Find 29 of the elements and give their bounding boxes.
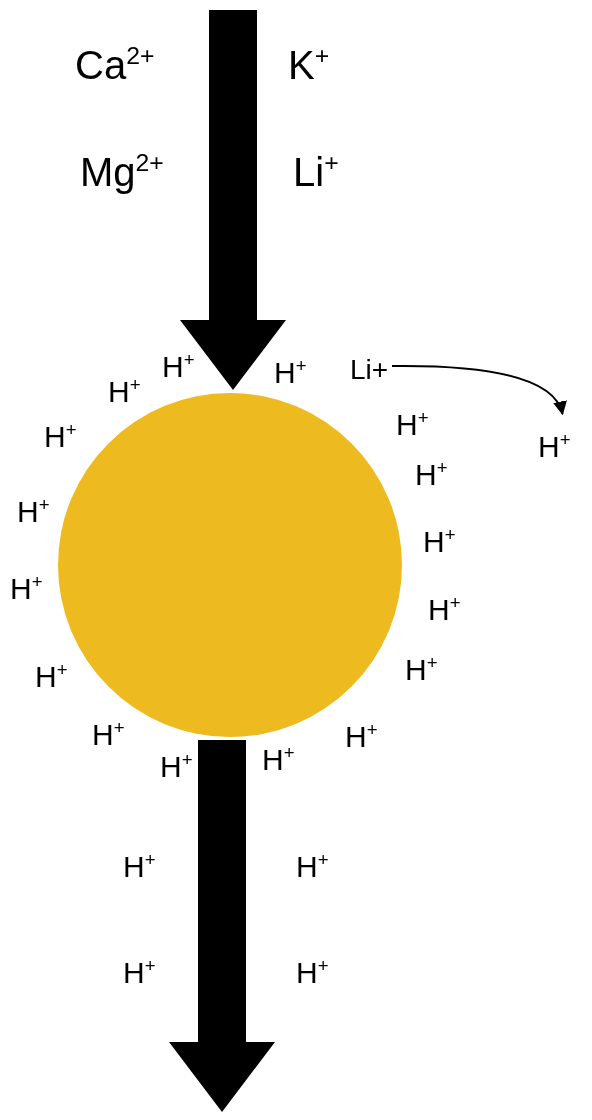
ion-label: Li$^{+}$ bbox=[293, 152, 339, 192]
ion-label: H$^{+}$ bbox=[160, 752, 193, 782]
ion-label: H$^{+}$ bbox=[274, 358, 307, 388]
ion-label: H$^{+}$ bbox=[538, 432, 571, 462]
ion-label: K$^{+}$ bbox=[288, 45, 330, 85]
ion-label: H$^{+}$ bbox=[44, 422, 77, 452]
ion-label: H$^{+}$ bbox=[296, 852, 329, 882]
block-arrow bbox=[180, 10, 286, 390]
ion-label: H$^{+}$ bbox=[108, 377, 141, 407]
ion-label: H$^{+}$ bbox=[423, 527, 456, 557]
ion-label: H$^{+}$ bbox=[405, 655, 438, 685]
ion-label: H$^{+}$ bbox=[10, 574, 43, 604]
ion-label: Mg$^{2+}$ bbox=[80, 152, 164, 192]
ion-label: H$^{+}$ bbox=[92, 720, 125, 750]
ion-label: H$^{+}$ bbox=[123, 852, 156, 882]
ion-label: H$^{+}$ bbox=[262, 745, 295, 775]
ion-label: Li+ bbox=[350, 356, 389, 384]
ion-label: H$^{+}$ bbox=[17, 497, 50, 527]
ion-label: H$^{+}$ bbox=[415, 460, 448, 490]
ion-label: H$^{+}$ bbox=[396, 410, 429, 440]
block-arrow bbox=[169, 740, 275, 1112]
ion-label: H$^{+}$ bbox=[428, 595, 461, 625]
ion-label: H$^{+}$ bbox=[296, 958, 329, 988]
ion-label: H$^{+}$ bbox=[35, 662, 68, 692]
ion-label: H$^{+}$ bbox=[162, 352, 195, 382]
arrow bbox=[391, 365, 566, 416]
ion-label: H$^{+}$ bbox=[345, 722, 378, 752]
ion-label: Ca$^{2+}$ bbox=[75, 45, 155, 85]
ion-label: H$^{+}$ bbox=[123, 958, 156, 988]
